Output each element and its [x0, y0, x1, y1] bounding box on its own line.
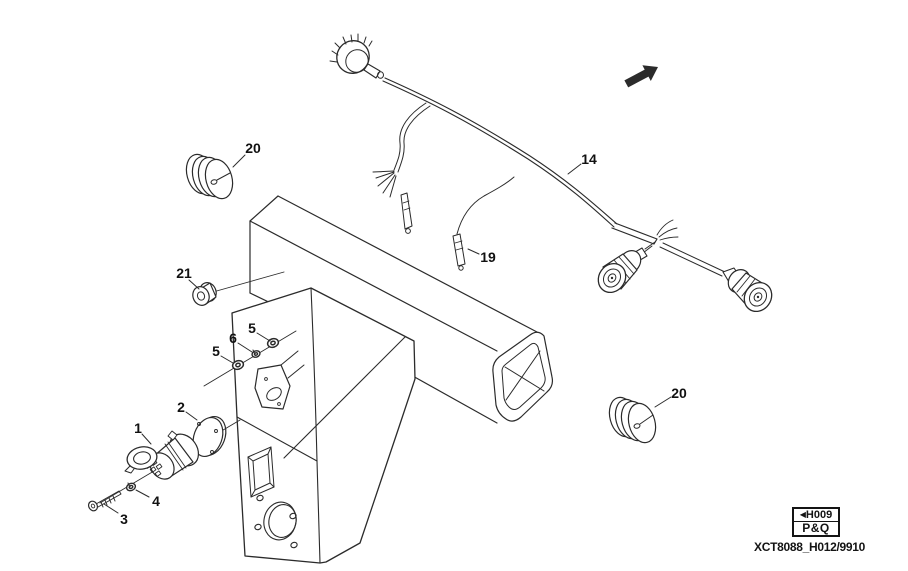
callout-19: 19 — [480, 249, 496, 265]
page-ref-code: H009 — [805, 509, 833, 521]
harness-fray — [656, 219, 679, 241]
page-ref-line2: P&Q — [802, 521, 830, 535]
callout-14: 14 — [581, 151, 597, 167]
drawing-code-text: XCT8088_H012/9910 — [754, 540, 865, 554]
harness-top-connector — [329, 33, 384, 79]
harness-branch-wires — [372, 102, 431, 234]
part-1-ignition-switch — [124, 430, 200, 480]
part-6-washer — [251, 349, 261, 358]
callout-3: 3 — [120, 511, 128, 527]
callout-2: 2 — [177, 399, 185, 415]
console-mount-holes — [254, 494, 298, 549]
part-21-grommet — [192, 282, 217, 306]
callout-1: 1 — [134, 420, 142, 436]
part-3-bolt — [87, 490, 122, 512]
mount-bracket — [254, 350, 305, 410]
callout-20-lower: 20 — [671, 385, 687, 401]
page-ref-line1: ◀H009 — [794, 509, 838, 522]
console-housing — [231, 287, 416, 564]
callout-4: 4 — [152, 493, 160, 509]
direction-arrow-icon — [624, 65, 658, 88]
callout-leader-lines — [103, 154, 672, 514]
part-20-lower-cap — [608, 396, 657, 444]
callout-20-upper: 20 — [245, 140, 261, 156]
harness-left-connector — [597, 247, 648, 294]
part-14-wiring-harness — [329, 33, 773, 313]
part-4-washer — [125, 482, 137, 492]
part-20-upper-cap — [185, 153, 234, 200]
part-5-lower-nut — [231, 359, 245, 371]
switch-key-ring — [124, 446, 158, 474]
callout-5-upper: 5 — [248, 320, 256, 336]
part-2-gasket — [192, 416, 227, 457]
harness-right-connector — [722, 267, 773, 313]
callout-6: 6 — [229, 330, 237, 346]
callout-5-lower: 5 — [212, 343, 220, 359]
console-slot — [247, 446, 275, 498]
page-ref-box: ◀H009 P&Q — [792, 507, 840, 537]
callout-21: 21 — [176, 265, 192, 281]
back-triangle-icon: ◀ — [799, 510, 806, 519]
part-19-probe — [452, 176, 515, 271]
